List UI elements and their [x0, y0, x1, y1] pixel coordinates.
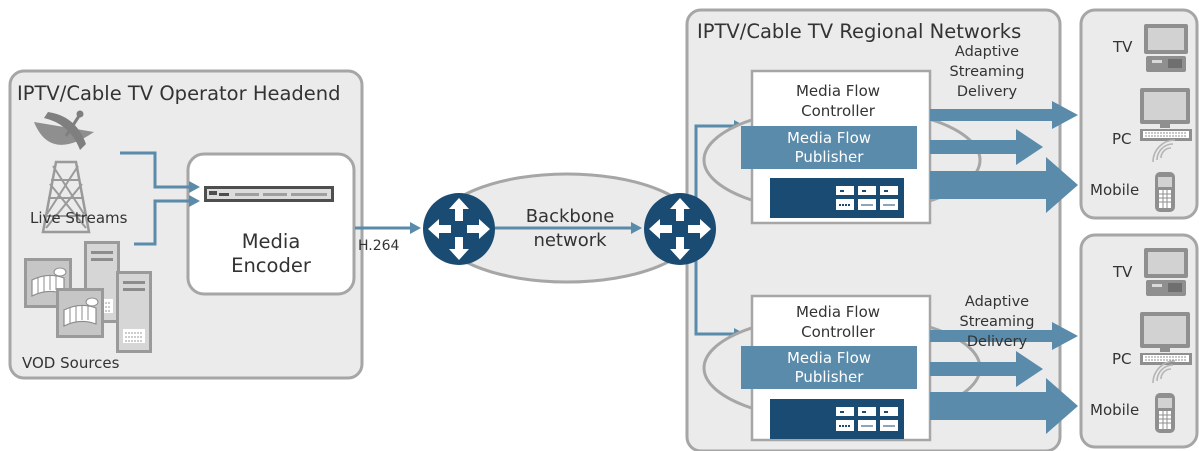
source-arrowheads	[189, 181, 200, 207]
vod-connector	[134, 199, 190, 246]
upper-delivery-label-2: Streaming	[950, 64, 1025, 80]
backbone-label-1: Backbone	[526, 206, 615, 227]
upper-devices: TV PC Mobile	[1079, 8, 1199, 220]
media-encoder-label-1: Media	[242, 230, 301, 253]
lower-arrow-tv	[930, 322, 1078, 350]
upper-delivery-label-3: Delivery	[957, 84, 1018, 100]
encoder-appliance-icon	[204, 186, 334, 202]
upper-arrow-mobile	[930, 157, 1078, 213]
lower-appliance-icon	[769, 398, 905, 440]
headend-title: IPTV/Cable TV Operator Headend	[17, 82, 341, 105]
source-connectors	[120, 151, 190, 246]
lower-arrow-mobile	[930, 378, 1078, 434]
upper-mfc-label-2: Controller	[801, 102, 876, 120]
lower-mfp-label-1: Media Flow	[787, 349, 871, 367]
live-streams-label: Live Streams	[30, 209, 128, 227]
lower-delivery-label-2: Streaming	[960, 314, 1035, 330]
lower-mfc-label-2: Controller	[801, 323, 876, 341]
upper-mobile-label: Mobile	[1090, 181, 1139, 199]
upper-mfp-label-2: Publisher	[795, 148, 865, 166]
route-lower	[694, 230, 735, 336]
live-stream-connector	[120, 151, 190, 189]
lower-cluster: Media Flow Controller Media Flow Publish…	[702, 294, 1078, 442]
regional-group: IPTV/Cable TV Regional Networks Media Fl…	[685, 8, 1078, 451]
upper-appliance-icon	[769, 177, 905, 219]
lower-delivery-label-1: Adaptive	[965, 294, 1029, 310]
h264-link	[355, 222, 421, 234]
upper-tv-label: TV	[1112, 38, 1133, 56]
lower-devices: TV PC Mobile	[1079, 233, 1199, 449]
upper-arrow-tv	[930, 101, 1078, 129]
media-encoder-label-2: Encoder	[231, 254, 312, 277]
lower-mfp-label-2: Publisher	[795, 368, 865, 386]
lower-delivery-label-3: Delivery	[967, 334, 1028, 350]
h264-label: H.264	[358, 238, 400, 254]
lower-mfp-bar	[741, 346, 917, 389]
upper-tv-icon	[1144, 24, 1188, 72]
route-upper	[694, 124, 735, 230]
upper-mfc-label-1: Media Flow	[796, 82, 880, 100]
upper-pc-icon	[1139, 87, 1193, 142]
backbone-group: Backbone network	[423, 172, 699, 284]
lower-tv-label: TV	[1112, 263, 1133, 281]
upper-delivery-label-1: Adaptive	[955, 44, 1019, 60]
lower-arrow-pc	[930, 351, 1043, 387]
regional-title: IPTV/Cable TV Regional Networks	[697, 20, 1021, 43]
upper-cluster: Media Flow Controller Media Flow Publish…	[702, 44, 1078, 225]
lower-mfc-label-1: Media Flow	[796, 303, 880, 321]
backbone-label-2: network	[533, 230, 607, 251]
satellite-dish-icon	[34, 110, 94, 234]
edge-router-icon	[644, 193, 716, 265]
upper-pc-label: PC	[1112, 130, 1132, 148]
upper-mfp-label-1: Media Flow	[787, 129, 871, 147]
upper-arrow-pc	[930, 129, 1043, 165]
router-icon	[423, 193, 495, 265]
headend-group: IPTV/Cable TV Operator Headend Live Stre…	[8, 69, 364, 380]
lower-tv-icon	[1144, 248, 1188, 296]
lower-pc-icon	[1139, 311, 1193, 366]
lower-pc-label: PC	[1112, 350, 1132, 368]
upper-mfp-bar	[741, 126, 917, 169]
lower-mobile-label: Mobile	[1090, 401, 1139, 419]
vod-sources-label: VOD Sources	[22, 354, 120, 372]
